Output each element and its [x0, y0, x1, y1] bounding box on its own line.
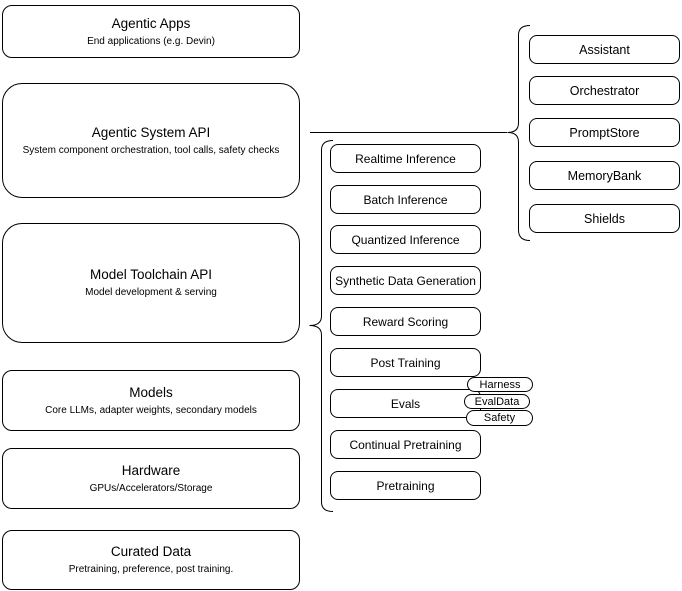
toolchain-item-synthetic-data-generation: Synthetic Data Generation: [330, 266, 481, 295]
evals-tag-safety: Safety: [466, 410, 533, 426]
toolchain-item-quantized-inference: Quantized Inference: [330, 225, 481, 254]
box-title: Curated Data: [110, 544, 192, 560]
box-model-toolchain-api: Model Toolchain API Model development & …: [2, 223, 300, 343]
component-promptstore: PromptStore: [529, 118, 680, 147]
box-title: Model Toolchain API: [89, 267, 213, 283]
component-memorybank: MemoryBank: [529, 161, 680, 190]
toolchain-item-continual-pretraining: Continual Pretraining: [330, 430, 481, 459]
toolchain-item-post-training: Post Training: [330, 348, 481, 377]
box-models: Models Core LLMs, adapter weights, secon…: [2, 370, 300, 431]
toolchain-item-evals: Evals: [330, 389, 481, 418]
box-subtitle: Model development & serving: [85, 287, 217, 298]
box-title: Hardware: [121, 462, 181, 478]
evals-tag-evaldata: EvalData: [464, 394, 530, 409]
box-hardware: Hardware GPUs/Accelerators/Storage: [2, 448, 300, 509]
system-components-brace: [507, 25, 531, 241]
box-subtitle: System component orchestration, tool cal…: [22, 144, 280, 156]
toolchain-item-reward-scoring: Reward Scoring: [330, 307, 481, 336]
box-subtitle: GPUs/Accelerators/Storage: [89, 482, 213, 494]
toolchain-item-batch-inference: Batch Inference: [330, 185, 481, 214]
box-title: Agentic System API: [91, 124, 211, 140]
box-title: Models: [129, 384, 173, 400]
evals-tag-harness: Harness: [467, 377, 533, 392]
toolchain-item-realtime-inference: Realtime Inference: [330, 144, 481, 173]
component-assistant: Assistant: [529, 35, 680, 64]
toolchain-item-pretraining: Pretraining: [330, 471, 481, 500]
box-agentic-apps: Agentic Apps End applications (e.g. Devi…: [2, 5, 300, 58]
component-shields: Shields: [529, 204, 680, 233]
box-agentic-system-api: Agentic System API System component orch…: [2, 83, 300, 198]
box-title: Agentic Apps: [111, 15, 191, 31]
box-curated-data: Curated Data Pretraining, preference, po…: [2, 530, 300, 590]
box-subtitle: End applications (e.g. Devin): [87, 35, 215, 47]
component-orchestrator: Orchestrator: [529, 76, 680, 105]
box-subtitle: Core LLMs, adapter weights, secondary mo…: [45, 404, 257, 416]
box-subtitle: Pretraining, preference, post training.: [68, 564, 234, 575]
